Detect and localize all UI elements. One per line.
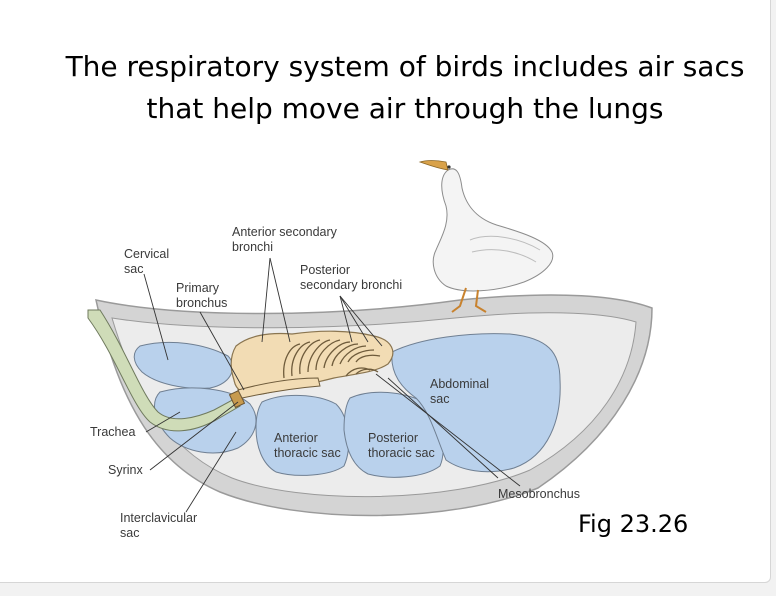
label-trachea: Trachea	[90, 425, 135, 439]
secondary-bronchi	[283, 339, 381, 379]
label-abdominal-sac: Abdominal sac	[430, 377, 493, 406]
title-line-1: The respiratory system of birds includes…	[65, 50, 745, 83]
label-posterior-secondary-bronchi: Posterior secondary bronchi	[300, 263, 402, 292]
cervical-sac-shape	[133, 341, 233, 389]
label-cervical-sac: Cervical sac	[124, 247, 173, 276]
lung-shape	[230, 330, 394, 396]
label-primary-bronchus: Primary bronchus	[176, 281, 227, 310]
label-syrinx: Syrinx	[108, 463, 143, 477]
primary-bronchus-shape	[237, 377, 321, 399]
title-line-2: that help move air through the lungs	[146, 92, 664, 125]
abdominal-sac-shape	[391, 333, 561, 473]
slide: The respiratory system of birds includes…	[0, 0, 771, 583]
goose-illustration	[418, 160, 554, 313]
posterior-thoracic-sac-shape	[343, 391, 444, 478]
trachea-shape	[87, 309, 241, 432]
label-interclavicular-sac: Interclavicular sac	[120, 511, 201, 540]
slide-title: The respiratory system of birds includes…	[40, 46, 770, 130]
label-anterior-secondary-bronchi: Anterior secondary bronchi	[232, 225, 340, 254]
label-posterior-thoracic-sac: Posterior thoracic sac	[368, 431, 435, 460]
label-anterior-thoracic-sac: Anterior thoracic sac	[274, 431, 341, 460]
anterior-thoracic-sac-shape	[255, 394, 350, 476]
figure-caption: Fig 23.26	[578, 510, 689, 538]
leader-lines	[143, 257, 521, 513]
label-mesobronchus: Mesobronchus	[498, 487, 580, 501]
